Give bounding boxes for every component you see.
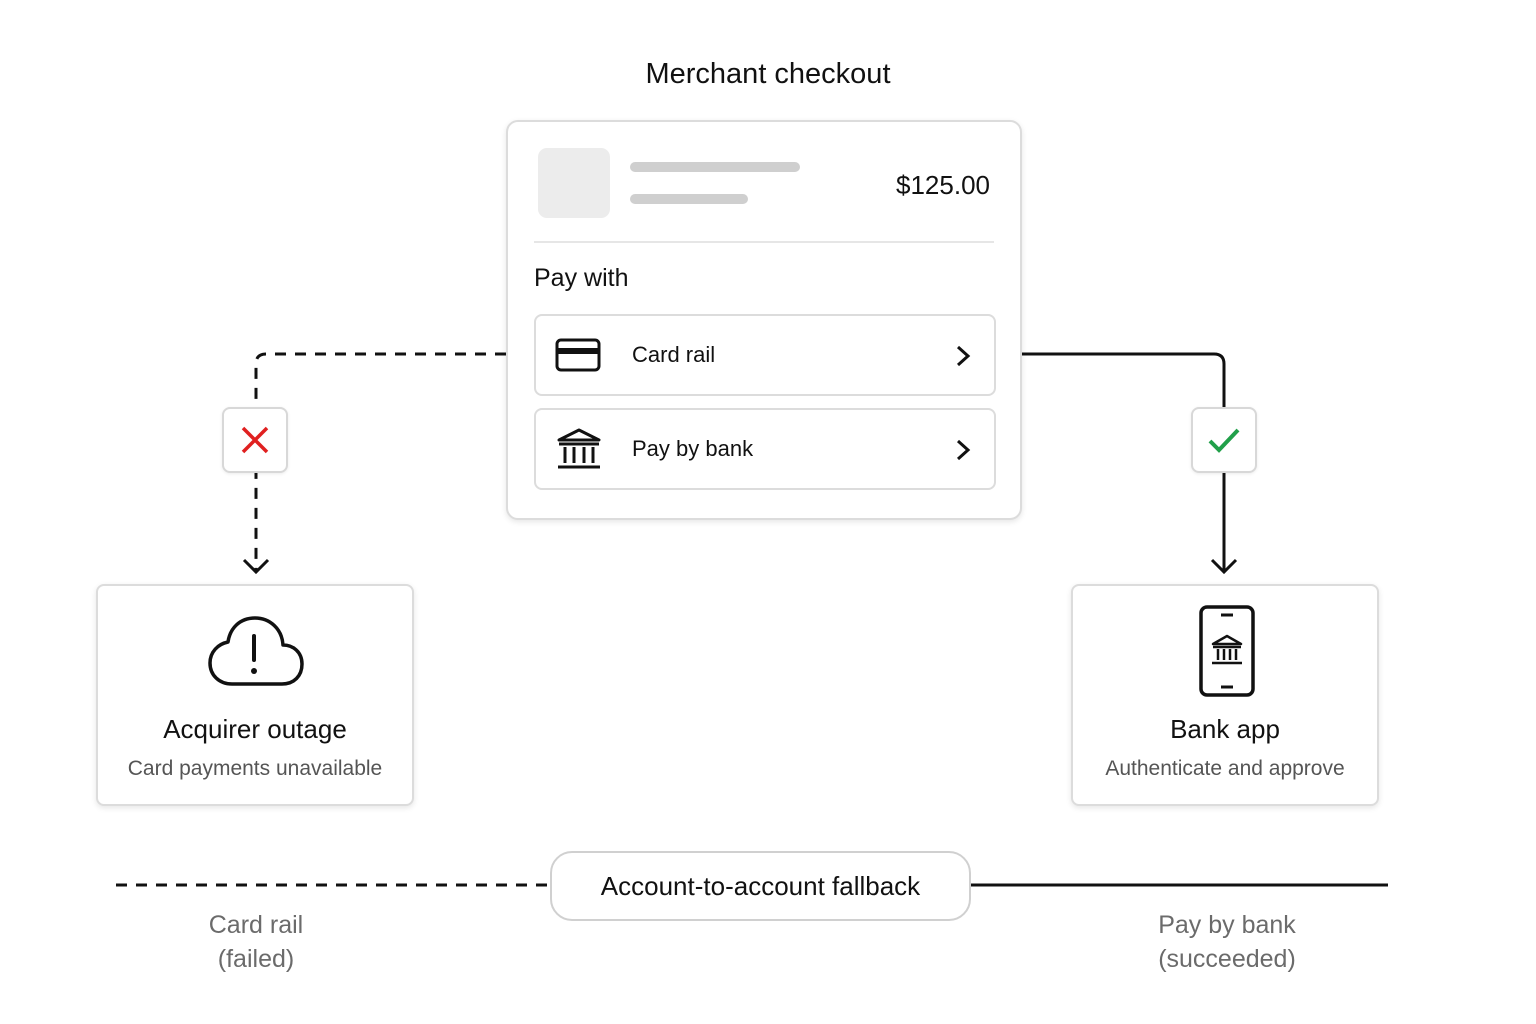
failed-path-arrowhead	[242, 558, 270, 575]
bank-app-subtitle: Authenticate and approve	[1105, 757, 1345, 780]
credit-card-icon	[555, 338, 601, 372]
legend-left-line2: (failed)	[217, 945, 295, 973]
pay-with-heading: Pay with	[534, 264, 629, 292]
failure-badge	[222, 407, 288, 473]
legend-right-line1: Pay by bank	[1158, 911, 1296, 939]
phone-bank-icon	[1199, 605, 1255, 697]
success-path-arrowhead	[1210, 558, 1238, 575]
pay-by-bank-label: Pay by bank	[632, 436, 754, 461]
divider	[534, 241, 994, 243]
cloud-alert-icon	[208, 616, 304, 686]
acquirer-outage-card: Acquirer outage Card payments unavailabl…	[96, 584, 414, 806]
failed-path-line	[254, 352, 506, 572]
card-rail-option[interactable]: Card rail	[534, 314, 996, 396]
price-amount: $125.00	[896, 170, 990, 200]
page-title: Merchant checkout	[645, 58, 891, 90]
legend-pay-by-bank: Pay by bank (succeeded)	[1077, 908, 1377, 976]
card-rail-label: Card rail	[632, 342, 716, 367]
product-detail-placeholder	[630, 194, 748, 204]
checkout-card: $125.00 Pay with Card rail Pay by bank	[506, 120, 1022, 520]
pay-by-bank-option[interactable]: Pay by bank	[534, 408, 996, 490]
product-thumbnail	[538, 148, 610, 218]
fallback-label-pill: Account-to-account fallback	[550, 851, 971, 921]
outage-subtitle: Card payments unavailable	[127, 757, 383, 780]
bank-app-card: Bank app Authenticate and approve	[1071, 584, 1379, 806]
legend-right-line2: (succeeded)	[1158, 945, 1296, 973]
legend-left-line1: Card rail	[208, 911, 304, 939]
x-icon	[241, 426, 269, 454]
check-icon	[1208, 428, 1240, 453]
legend-card-rail: Card rail (failed)	[106, 908, 406, 976]
bank-icon	[557, 428, 601, 469]
chevron-right-icon	[956, 345, 971, 367]
bank-app-title: Bank app	[1170, 714, 1280, 744]
product-name-placeholder	[630, 162, 800, 172]
success-badge	[1191, 407, 1257, 473]
outage-title: Acquirer outage	[163, 714, 347, 744]
chevron-right-icon	[956, 439, 971, 461]
success-path-line	[1022, 352, 1226, 572]
